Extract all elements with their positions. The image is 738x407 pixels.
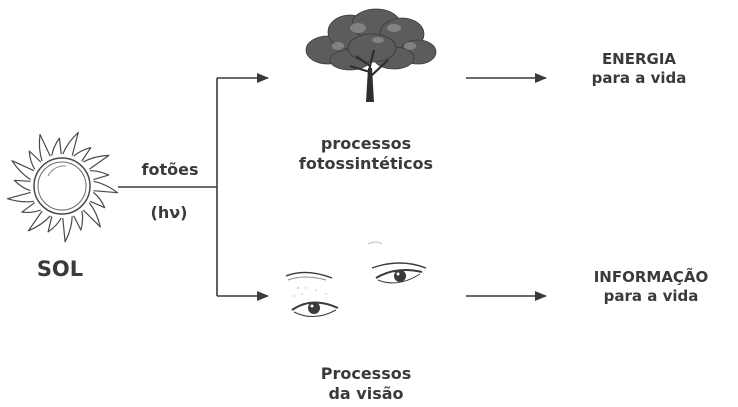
sun-ray <box>73 147 92 162</box>
sun-ray <box>47 216 62 233</box>
process-line: Processos <box>320 364 412 383</box>
sun-icon <box>6 131 119 243</box>
result-line: para a vida <box>603 286 699 305</box>
result-line: para a vida <box>591 68 687 87</box>
sun-ray <box>62 131 79 156</box>
sun-ray <box>62 216 73 243</box>
sun-ray <box>82 154 110 170</box>
result-label-energy: ENERGIA para a vida <box>560 50 718 88</box>
result-label-information: INFORMAÇÃO para a vida <box>568 268 734 306</box>
sun-ray <box>90 170 110 181</box>
process-line: processos <box>320 134 412 153</box>
process-line: fotossintéticos <box>298 154 434 173</box>
process-label-vision: Processos da visão <box>254 364 478 404</box>
sun-ray <box>73 210 84 231</box>
tree-icon <box>305 8 437 103</box>
sun-ray <box>21 202 42 214</box>
sun-ray <box>82 202 101 228</box>
eyes-icon <box>285 241 427 317</box>
sun-ray <box>89 191 106 209</box>
sun-ray <box>51 137 62 156</box>
process-line: da visão <box>328 384 404 403</box>
result-line: INFORMAÇÃO <box>593 268 709 286</box>
sun-label: SOL <box>36 257 84 281</box>
sun-ray <box>13 179 31 192</box>
sun-ray <box>28 150 42 170</box>
sun-ray <box>93 180 119 194</box>
result-line: ENERGIA <box>601 50 677 68</box>
sun-ray <box>6 191 34 203</box>
sun-ray <box>27 210 51 232</box>
photons-label: fotões <box>141 160 199 179</box>
sun-ray <box>11 160 35 181</box>
sun-ray <box>38 133 51 162</box>
photon-symbol: (hν) <box>150 203 188 222</box>
process-label-photosynthesis: processos fotossintéticos <box>254 134 478 174</box>
